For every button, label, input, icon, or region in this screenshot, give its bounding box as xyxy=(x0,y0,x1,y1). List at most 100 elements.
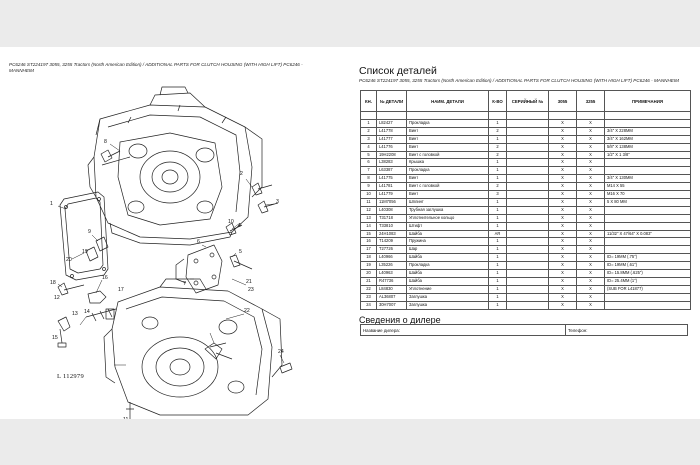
table-cell xyxy=(506,174,549,184)
callout-24: 24 xyxy=(278,349,284,355)
table-cell: 23 xyxy=(360,292,377,302)
table-cell: X xyxy=(576,284,605,294)
table-cell: L84830 xyxy=(376,284,407,294)
table-cell: X xyxy=(548,253,577,263)
table-cell: X xyxy=(576,245,605,255)
table-cell: X xyxy=(548,269,577,279)
callout-4: 4 xyxy=(238,223,241,229)
table-cell: 17 xyxy=(360,245,377,255)
table-cell: Винт xyxy=(406,190,489,199)
table-cell xyxy=(604,205,691,215)
table-cell: X xyxy=(576,142,605,152)
table-cell: X xyxy=(576,261,605,271)
callout-11: 11 xyxy=(123,417,128,419)
table-cell xyxy=(604,300,691,310)
table-cell: Шайба xyxy=(406,253,489,263)
table-cell xyxy=(604,166,691,176)
cover-plate xyxy=(175,244,223,294)
table-cell: X xyxy=(548,158,577,168)
table-cell: L40308 xyxy=(376,205,407,215)
callout-17: 17 xyxy=(118,287,124,293)
table-cell xyxy=(506,166,549,176)
table-cell: Шайба xyxy=(406,269,489,279)
figure-id: L 112979 xyxy=(57,373,85,380)
table-cell: ID= 19MM (.61") xyxy=(604,261,691,271)
table-cell xyxy=(506,118,549,128)
callout-3: 3 xyxy=(276,199,279,205)
table-cell: X xyxy=(576,134,605,144)
callout-18: 18 xyxy=(50,280,56,286)
table-cell xyxy=(406,111,489,120)
table-cell: T33810 xyxy=(376,221,407,231)
parts-list-heading: Список деталей xyxy=(359,65,437,77)
table-cell: X xyxy=(576,174,605,184)
table-cell: 15 xyxy=(360,229,377,239)
table-cell: M16 X 70 xyxy=(604,190,691,199)
table-cell xyxy=(506,158,549,168)
table-cell: T27726 xyxy=(376,245,407,255)
table-cell: 3/4" X 228MM xyxy=(604,126,691,136)
table-cell: 11M7056 xyxy=(376,197,407,207)
table-cell: 1 xyxy=(488,197,507,207)
table-cell: 10 xyxy=(360,190,377,199)
table-cell: X xyxy=(576,166,605,176)
table-cell: X xyxy=(548,182,577,192)
table-cell xyxy=(506,111,549,120)
table-cell: X xyxy=(548,197,577,207)
table-cell: 1 xyxy=(360,118,377,128)
table-cell: L41781 xyxy=(376,182,407,192)
table-cell: X xyxy=(576,269,605,279)
table-cell: 3/4" X 130MM xyxy=(604,174,691,184)
callout-8: 8 xyxy=(104,139,107,145)
table-cell: X xyxy=(576,229,605,239)
table-cell: 1 xyxy=(488,213,507,223)
table-cell: X xyxy=(548,134,577,144)
table-cell: Винт с головкой xyxy=(406,182,489,192)
callout-2: 2 xyxy=(240,171,243,177)
table-cell: 3 xyxy=(360,134,377,144)
table-cell: T31718 xyxy=(376,213,407,223)
table-cell: 2 xyxy=(488,142,507,152)
table-cell: 19H2208 xyxy=(376,150,407,160)
upper-clutch-housing xyxy=(87,86,263,246)
table-cell: 1 xyxy=(488,277,507,286)
exploded-view-diagram: 1 2 3 4 5 6 7 8 9 10 11 12 13 14 15 16 1… xyxy=(50,86,293,419)
table-cell: L63387 xyxy=(376,166,407,176)
table-cell: X xyxy=(576,182,605,192)
table-cell xyxy=(506,269,549,279)
lower-clutch-housing xyxy=(103,278,283,416)
table-cell: X xyxy=(548,292,577,302)
column-header: СЕРИЙНЫЙ № xyxy=(506,90,549,112)
table-cell: (SUB FOR L41877) xyxy=(604,284,691,294)
column-header: К-ВО xyxy=(488,90,507,112)
table-cell: X xyxy=(548,221,577,231)
table-cell: 1 xyxy=(488,292,507,302)
table-cell: X xyxy=(576,237,605,247)
table-row xyxy=(360,111,691,120)
table-cell: X xyxy=(576,300,605,310)
table-cell: 13 xyxy=(360,213,377,223)
callout-20: 20 xyxy=(66,257,72,263)
table-cell xyxy=(376,111,407,120)
table-cell xyxy=(506,277,549,286)
column-header: ПРИМЕЧАНИЯ xyxy=(604,90,691,112)
parts-list-page: Список деталей PC6246 ST224197 3055, 325… xyxy=(348,47,700,419)
table-cell: X xyxy=(576,197,605,207)
table-cell: AL36807 xyxy=(376,292,407,302)
callout-13: 13 xyxy=(72,311,78,317)
table-cell: ID= 15.8MM (.625") xyxy=(604,269,691,279)
table-cell xyxy=(576,111,605,120)
table-cell: X xyxy=(576,253,605,263)
table-cell: L40966 xyxy=(376,253,407,263)
table-cell: 2 xyxy=(488,126,507,136)
table-cell: L38283 xyxy=(376,158,407,168)
dealer-divider xyxy=(565,325,566,335)
